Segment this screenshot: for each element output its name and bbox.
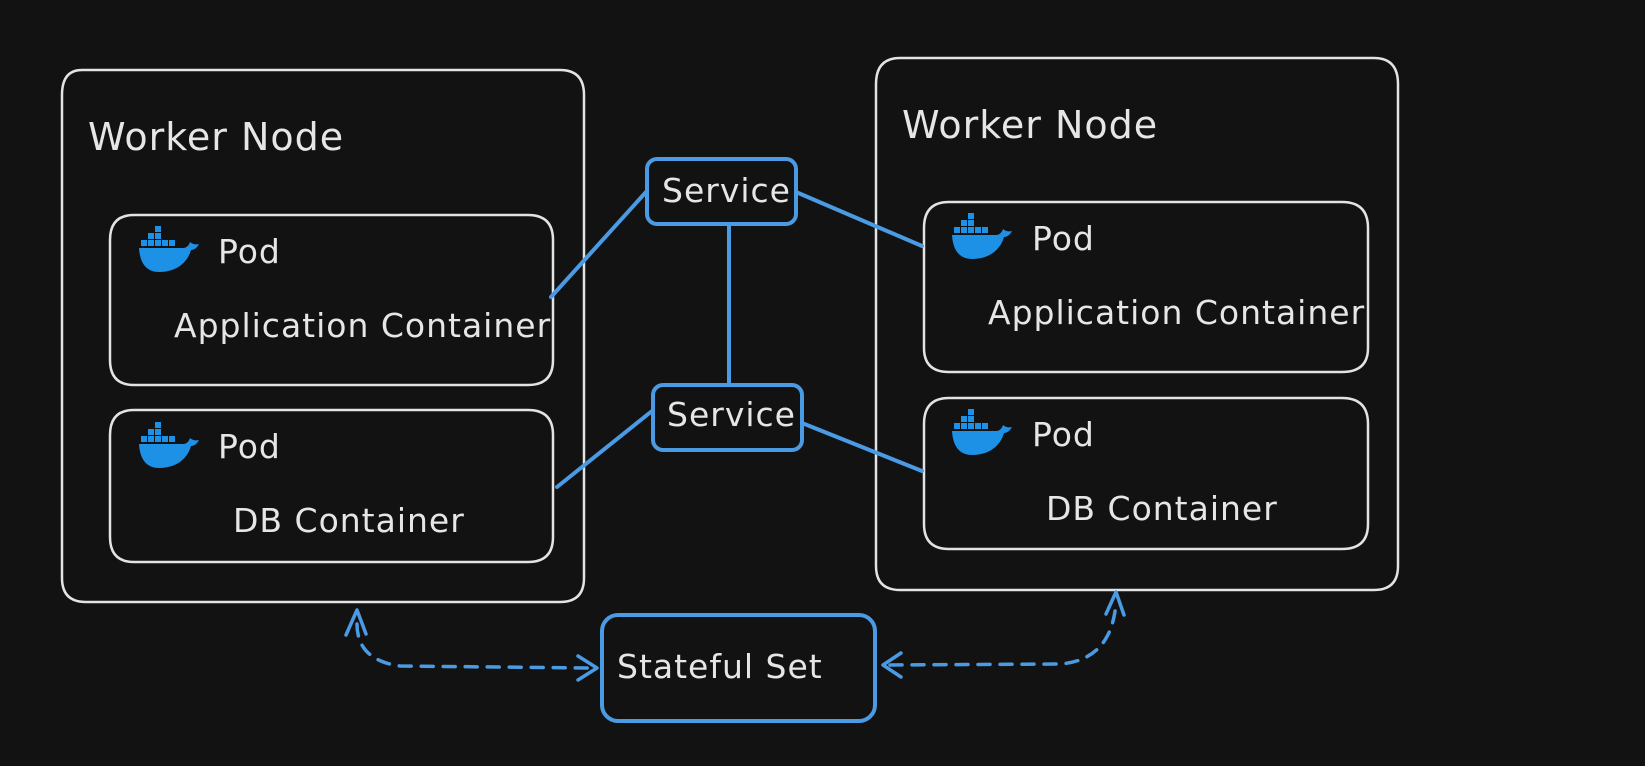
arrow-right-node-to-stateful-set (881, 590, 1126, 679)
service-border (645, 157, 798, 226)
service-top[interactable]: Service (645, 157, 798, 226)
service-label: Service (662, 171, 791, 210)
pod-application-left[interactable]: Pod Application Container (108, 213, 555, 387)
docker-whale-icon (952, 213, 1012, 259)
arrowhead-left-icon (881, 651, 903, 679)
container-label: DB Container (1046, 489, 1278, 528)
stateful-set-border (600, 613, 877, 723)
pod-label: Pod (1032, 415, 1095, 454)
arrowhead-up-icon (1104, 590, 1126, 617)
pod-label: Pod (218, 427, 281, 466)
pod-db-left[interactable]: Pod DB Container (108, 408, 555, 564)
pod-border (108, 213, 555, 387)
service-label: Service (667, 395, 796, 434)
pod-border (108, 408, 555, 564)
connector-service-bottom-to-right-db (800, 421, 924, 473)
pod-application-right[interactable]: Pod Application Container (922, 200, 1370, 374)
docker-whale-icon (139, 422, 199, 468)
worker-node-left[interactable]: Worker Node Pod Application Container Po… (60, 68, 586, 604)
service-border (651, 383, 804, 452)
stateful-set-label: Stateful Set (617, 647, 823, 686)
pod-border (922, 200, 1370, 374)
worker-node-right-border (874, 56, 1400, 592)
pod-border (922, 396, 1370, 551)
arrow-left-node-to-stateful-set (344, 608, 599, 682)
stateful-set[interactable]: Stateful Set (600, 613, 877, 723)
docker-whale-icon (139, 226, 199, 272)
container-label: Application Container (174, 306, 551, 345)
docker-whale-icon (952, 409, 1012, 455)
container-label: DB Container (233, 501, 465, 540)
worker-node-title: Worker Node (88, 115, 344, 159)
pod-label: Pod (1032, 219, 1095, 258)
worker-node-left-border (60, 68, 586, 604)
worker-node-right[interactable]: Worker Node Pod Application Container Po… (874, 56, 1400, 592)
pod-db-right[interactable]: Pod DB Container (922, 396, 1370, 551)
container-label: Application Container (988, 293, 1365, 332)
connector-service-top-to-left-app (549, 190, 648, 299)
arrowhead-up-icon (344, 608, 368, 637)
worker-node-title: Worker Node (902, 103, 1158, 147)
arrowhead-right-icon (576, 654, 599, 682)
pod-label: Pod (218, 232, 281, 271)
connector-service-top-to-right-app (794, 190, 924, 248)
service-bottom[interactable]: Service (651, 383, 804, 452)
connector-service-bottom-to-left-db (555, 409, 654, 489)
